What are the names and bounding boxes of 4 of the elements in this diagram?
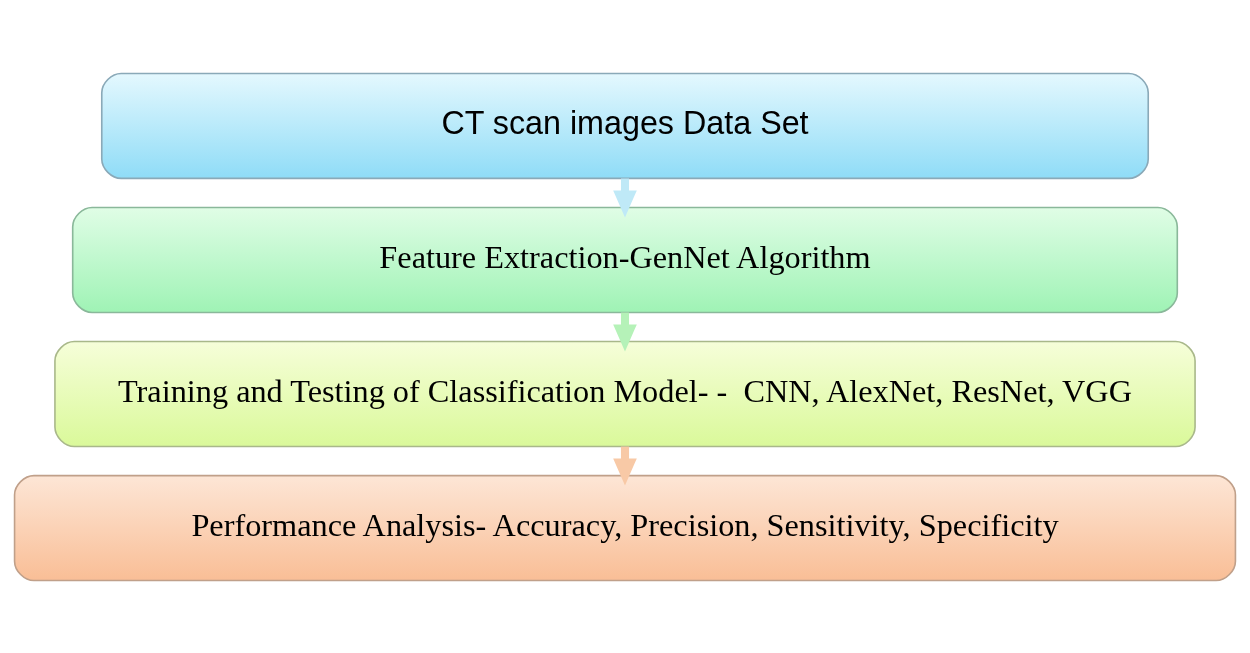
node-box: Performance Analysis- Accuracy, Precision, Sensitivity, Specificity xyxy=(13,474,1237,581)
node-box: Feature Extraction-GenNet Algorithm xyxy=(71,206,1179,313)
node-box: CT scan images Data Set xyxy=(100,72,1150,179)
node-box: Training and Testing of Classification Model- - CNN, AlexNet, ResNet, VGG xyxy=(54,340,1196,447)
